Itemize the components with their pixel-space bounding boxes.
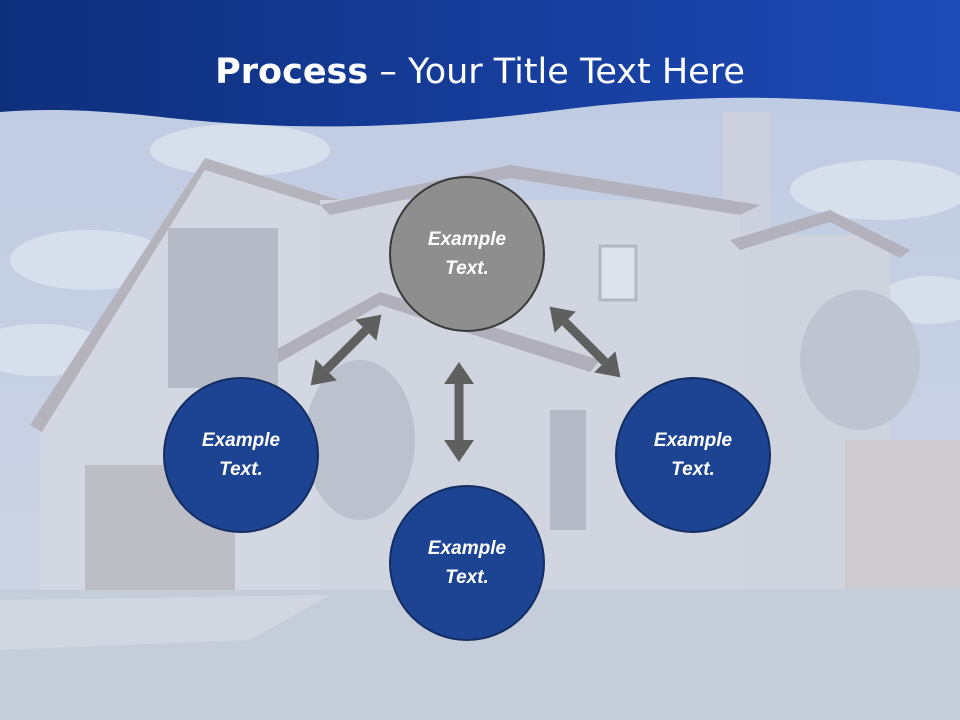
- double-arrow-top-right: [549, 306, 621, 378]
- node-label: Example Text.: [427, 229, 507, 279]
- title-bold-part: Process: [215, 52, 369, 92]
- double-arrow-top-left: [310, 314, 382, 386]
- node-label: Example Text.: [427, 538, 507, 588]
- double-arrow-vertical: [444, 362, 474, 462]
- slide-title: Process – Your Title Text Here: [0, 52, 960, 92]
- node-label: Example Text.: [201, 430, 281, 480]
- process-node-left[interactable]: Example Text.: [163, 377, 319, 533]
- title-rest-part: – Your Title Text Here: [368, 52, 745, 92]
- process-node-right[interactable]: Example Text.: [615, 377, 771, 533]
- process-node-top[interactable]: Example Text.: [389, 176, 545, 332]
- node-label: Example Text.: [653, 430, 733, 480]
- process-node-bottom[interactable]: Example Text.: [389, 485, 545, 641]
